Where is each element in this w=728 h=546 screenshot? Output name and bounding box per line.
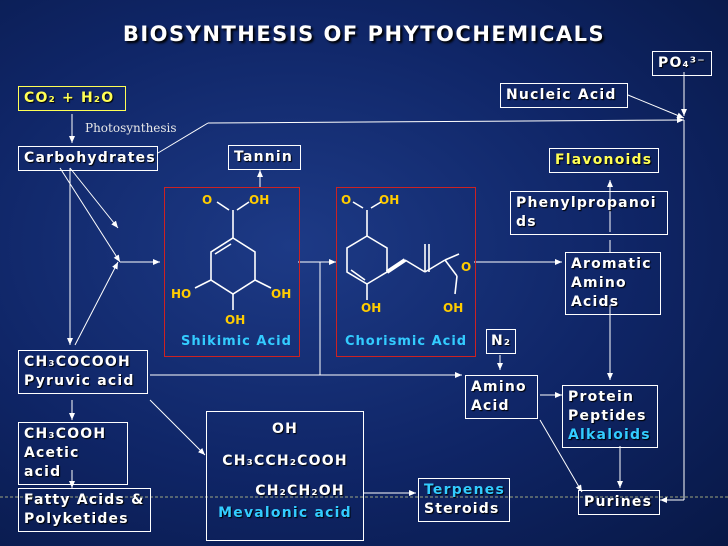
- chorismic-atom-o: O: [341, 193, 352, 207]
- nucleic-acid-box: Nucleic Acid: [500, 83, 628, 108]
- shikimic-atom-oh-right: OH: [271, 287, 292, 301]
- alkaloids-label: Alkaloids: [568, 427, 651, 443]
- photosynthesis-label: Photosynthesis: [85, 121, 177, 135]
- mevalonic-acid-box: OH CH₃CCH₂COOH CH₂CH₂OH Mevalonic acid: [206, 411, 364, 541]
- chorismic-atom-o-right: O: [461, 260, 472, 274]
- phenylpropanoids-label: Phenylpropanoids: [516, 195, 657, 230]
- flavonoids-box: Flavonoids: [549, 148, 659, 173]
- page-title: BIOSYNTHESIS OF PHYTOCHEMICALS: [122, 22, 606, 46]
- amino-acid-line1: Amino: [471, 379, 527, 395]
- mevalonic-name: Mevalonic acid: [218, 505, 352, 521]
- shikimic-ring-drawing: [194, 201, 272, 310]
- aromatic-label: Aromatic: [571, 256, 652, 272]
- amino-acid-box: Amino Acid: [465, 375, 538, 419]
- shikimic-acid-structure: O OH HO OH OH Shikimic Acid: [164, 187, 300, 357]
- amino-acid-line2: Acid: [471, 398, 510, 414]
- shikimic-atom-o: O: [202, 193, 213, 207]
- mevalonic-side-chain: CH₂CH₂OH: [255, 483, 345, 499]
- co2-h2o-box: CO₂ + H₂O: [18, 86, 126, 111]
- shikimic-atom-ho-left: HO: [171, 287, 192, 301]
- chorismic-atom-oh-bl: OH: [361, 301, 382, 315]
- chorismic-ring-drawing: [346, 201, 460, 300]
- mevalonic-oh: OH: [271, 421, 299, 437]
- n2-box: N₂: [486, 329, 516, 354]
- acetic-acid-box: CH₃COOH Acetic acid: [18, 422, 128, 485]
- pyruvic-formula: CH₃COCOOH: [24, 354, 131, 370]
- chorismic-acid-label: Chorismic Acid: [345, 334, 468, 349]
- acetic-name: Acetic acid: [24, 445, 80, 480]
- chorismic-acid-structure: O OH O OH OH Chorismic Acid: [336, 187, 476, 357]
- purines-box: Purines: [578, 490, 660, 515]
- nucleic-acid-label: Nucleic Acid: [506, 87, 617, 103]
- fatty-acids-box: Fatty Acids & Polyketides: [18, 488, 151, 532]
- acetic-formula: CH₃COOH: [24, 426, 107, 442]
- pyruvic-acid-box: CH₃COCOOH Pyruvic acid: [18, 350, 148, 394]
- shikimic-acid-label: Shikimic Acid: [181, 334, 292, 349]
- aromatic-amino-acids-box: Aromatic Amino Acids: [565, 252, 661, 315]
- carbohydrates-label: Carbohydrates: [24, 150, 156, 166]
- chorismic-atom-oh-top: OH: [379, 193, 400, 207]
- peptides-label: Peptides: [568, 408, 647, 424]
- terpenes-label: Terpenes: [424, 482, 506, 498]
- phosphate-box: PO₄³⁻: [652, 51, 712, 76]
- amino-label: Amino: [571, 275, 627, 291]
- steroids-label: Steroids: [424, 501, 500, 517]
- phenylpropanoids-box: Phenylpropanoids: [510, 191, 668, 235]
- chorismic-atom-oh-br: OH: [443, 301, 464, 315]
- tannin-label: Tannin: [234, 149, 294, 165]
- co2-h2o-label: CO₂ + H₂O: [24, 90, 115, 106]
- phosphate-label: PO₄³⁻: [658, 55, 706, 71]
- protein-label: Protein: [568, 389, 635, 405]
- protein-box: Protein Peptides Alkaloids: [562, 385, 658, 448]
- carbohydrates-box: Carbohydrates: [18, 146, 158, 171]
- tannin-box: Tannin: [228, 145, 301, 170]
- shikimic-atom-oh-top: OH: [249, 193, 270, 207]
- polyketides-label: Polyketides: [24, 511, 129, 527]
- pyruvic-name: Pyruvic acid: [24, 373, 135, 389]
- terpenes-box: Terpenes Steroids: [418, 478, 510, 522]
- acids-label: Acids: [571, 294, 620, 310]
- mevalonic-formula: CH₃CCH₂COOH: [222, 453, 348, 469]
- n2-label: N₂: [491, 333, 512, 349]
- flavonoids-label: Flavonoids: [555, 152, 653, 168]
- fatty-acids-label: Fatty Acids &: [24, 492, 145, 508]
- purines-label: Purines: [584, 494, 653, 510]
- shikimic-atom-oh-bottom: OH: [225, 313, 246, 327]
